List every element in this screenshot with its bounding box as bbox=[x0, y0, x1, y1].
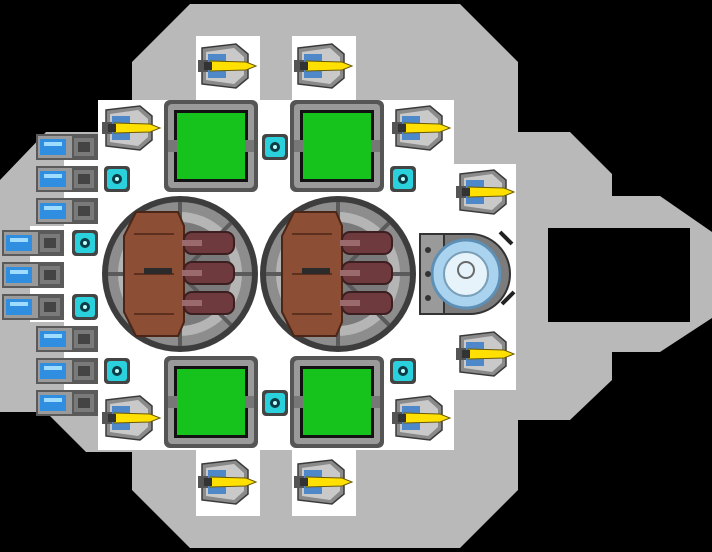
thruster bbox=[36, 326, 98, 352]
shield-dome[interactable] bbox=[419, 230, 516, 315]
room-top-right[interactable] bbox=[290, 100, 384, 192]
power-node[interactable] bbox=[390, 166, 416, 192]
room-top-left[interactable] bbox=[164, 100, 258, 192]
thruster bbox=[2, 294, 64, 320]
power-node[interactable] bbox=[262, 390, 288, 416]
power-node[interactable] bbox=[104, 166, 130, 192]
power-node[interactable] bbox=[72, 294, 98, 320]
reactor-right[interactable] bbox=[258, 194, 418, 354]
power-node[interactable] bbox=[390, 358, 416, 384]
power-node[interactable] bbox=[72, 230, 98, 256]
thruster bbox=[2, 262, 64, 288]
thruster bbox=[2, 230, 64, 256]
room-bottom-left[interactable] bbox=[164, 356, 258, 448]
thruster bbox=[36, 358, 98, 384]
thruster bbox=[36, 134, 98, 160]
room-bottom-right[interactable] bbox=[290, 356, 384, 448]
thruster bbox=[36, 198, 98, 224]
reactor-left[interactable] bbox=[100, 194, 260, 354]
thruster bbox=[36, 390, 98, 416]
thruster bbox=[36, 166, 98, 192]
power-node[interactable] bbox=[262, 134, 288, 160]
power-node[interactable] bbox=[104, 358, 130, 384]
